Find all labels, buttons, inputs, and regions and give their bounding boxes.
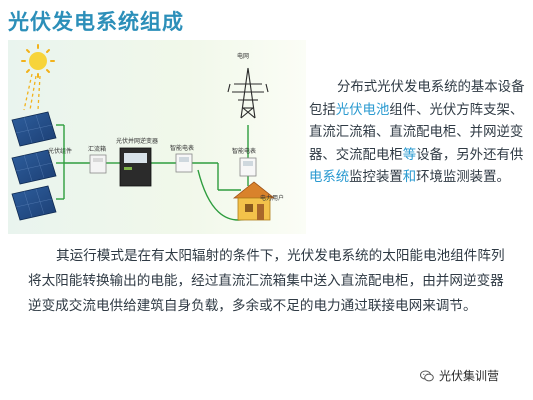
grid-label: 电网	[237, 52, 249, 60]
description-segment: 环境监测装置。	[416, 170, 510, 185]
watermark: 光伏集训营	[420, 367, 499, 384]
smart-meter-2-label: 智能电表	[232, 147, 256, 155]
highlighted-text: 等	[402, 147, 417, 163]
house-icon: 电力用户	[232, 181, 284, 221]
description-text: 分布式光伏发电系统的基本设备包括光伏电池组件、光伏方阵支架、直流汇流箱、直流配电…	[309, 77, 527, 190]
watermark-text: 光伏集训营	[439, 369, 500, 383]
sun-icon	[21, 44, 55, 111]
highlighted-text: 电系统	[309, 170, 350, 185]
operation-paragraph-text: 其运行模式是在有太阳辐射的条件下，光伏发电系统的太阳能电池组件阵列将太阳能转换输…	[28, 248, 505, 314]
inverter-label: 光伏并网逆变器	[116, 137, 158, 145]
highlighted-text: 光伏电池	[335, 102, 390, 118]
pv-array: 光伏组件	[11, 111, 72, 221]
power-tower-icon	[227, 67, 269, 119]
inverter: 光伏并网逆变器	[116, 137, 158, 187]
description-segment: 设备，另外还有供	[416, 147, 524, 163]
combiner-box: 汇流箱	[88, 145, 107, 174]
wechat-icon	[420, 370, 434, 381]
operation-paragraph: 其运行模式是在有太阳辐射的条件下，光伏发电系统的太阳能电池组件阵列将太阳能转换输…	[28, 244, 513, 319]
pv-array-label: 光伏组件	[48, 147, 72, 155]
user-label: 电力用户	[260, 194, 284, 202]
combiner-box-label: 汇流箱	[88, 145, 106, 153]
solar-panel-icon	[11, 185, 57, 221]
highlighted-text: 和	[402, 170, 417, 185]
system-diagram: 光伏组件 汇流箱 光伏并网逆	[8, 40, 306, 234]
solar-panel-icon	[11, 111, 57, 147]
description-content: 分布式光伏发电系统的基本设备包括光伏电池组件、光伏方阵支架、直流汇流箱、直流配电…	[309, 80, 524, 185]
smart-meter-1: 智能电表	[170, 144, 194, 173]
description-segment: 组件、光伏方阵支架、直流汇流箱、直流配电柜、并网逆变器、交流配电柜	[309, 102, 524, 163]
description-segment: 分布式光伏发电系统的基本设备包括	[309, 80, 525, 118]
page-title: 光伏发电系统组成	[8, 10, 184, 34]
smart-meter-1-label: 智能电表	[170, 144, 194, 152]
description-segment: 监控装置	[349, 170, 403, 185]
solar-panel-icon	[11, 149, 57, 185]
smart-meter-2: 智能电表	[232, 147, 257, 177]
